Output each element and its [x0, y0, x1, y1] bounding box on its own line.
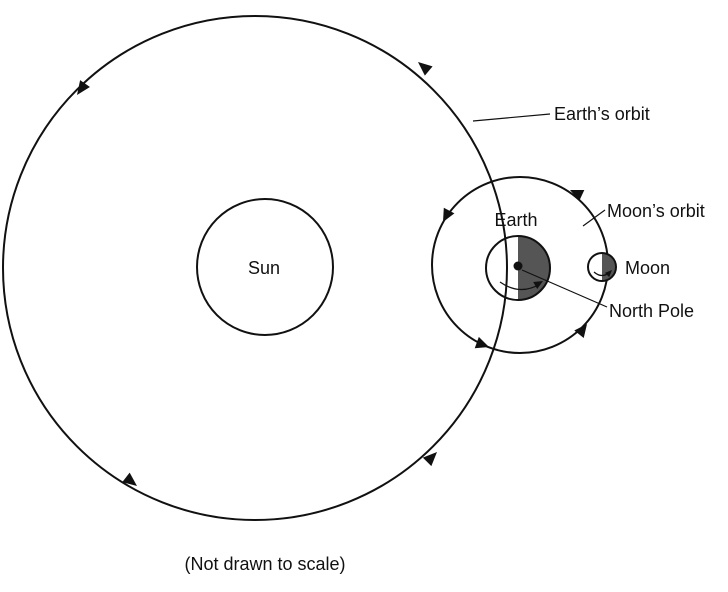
earth-night-side — [518, 236, 550, 300]
north-pole-leader-line — [521, 269, 608, 308]
sun-label: Sun — [248, 258, 280, 278]
north-pole-label: North Pole — [609, 301, 694, 321]
earth-icon — [485, 235, 551, 301]
sun-icon — [196, 198, 334, 336]
earths-orbit-arrow — [418, 62, 433, 76]
moon-rotation-arrowhead — [604, 270, 612, 278]
caption: (Not drawn to scale) — [184, 554, 345, 574]
earths-orbit-arrow — [422, 452, 437, 467]
earth-outline — [485, 235, 551, 301]
moons-orbit-arrow — [443, 207, 455, 222]
earth-rotation-arrowhead — [533, 281, 543, 289]
moons-orbit-leader-line — [582, 209, 606, 227]
earths-orbit-leader-line — [472, 113, 551, 122]
earth-label: Earth — [494, 210, 537, 230]
earths-orbit-arrow — [122, 472, 137, 486]
north-pole-dot — [513, 261, 523, 271]
moons-orbit-arrow — [474, 336, 489, 349]
moon-dark-side — [602, 253, 616, 281]
moons-orbit-arrow — [570, 190, 585, 201]
earths-orbit-arrow — [77, 80, 90, 95]
moons-orbit-arrow — [574, 324, 587, 338]
moon-icon — [587, 252, 617, 282]
moons-orbit-label: Moon’s orbit — [607, 201, 705, 221]
earths-orbit-label: Earth’s orbit — [554, 104, 650, 124]
moon-outline — [587, 252, 617, 282]
moon-label: Moon — [625, 258, 670, 278]
earths-orbit-path — [2, 15, 508, 521]
